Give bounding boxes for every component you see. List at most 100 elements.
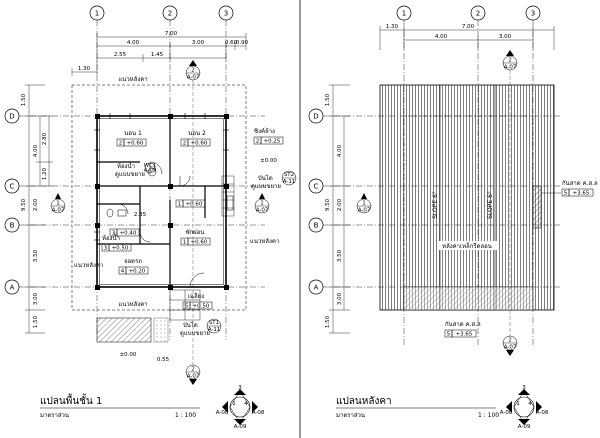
slope-label-left: SLOPE 6° (432, 191, 439, 219)
svg-text:+0.40: +0.40 (120, 231, 137, 237)
room-name: ห้องน้ำ (117, 160, 135, 170)
section-marker: 1 A-07 (254, 193, 270, 214)
stair-bottom-note: ดูแบบขยาย (180, 330, 210, 337)
roof-sheet-hatch (379, 84, 555, 311)
grid-label: 1 (95, 10, 99, 18)
grid-label: 2 (168, 10, 172, 18)
svg-text:+3.65: +3.65 (573, 191, 590, 197)
parking-hatch (96, 317, 152, 343)
dim-200: 2.00 (337, 198, 343, 211)
sink-ref-level: ±0.00 (260, 158, 277, 164)
roof-material-label: หลังคาเหล็กรีดลอน (442, 241, 492, 250)
section-marker: 2 A-07 (185, 364, 201, 385)
dim-3m: 3.00 (499, 34, 512, 40)
elevation-key: 3 A-09 A-08 A-08 1 4 (500, 385, 549, 430)
svg-text:3: 3 (104, 246, 108, 252)
grid-bubble-col-1: 1 (396, 5, 412, 21)
room-name: นอน 1 (124, 130, 142, 137)
dim-150-top: 1.50 (325, 93, 331, 106)
exterior-walls (96, 115, 227, 288)
svg-text:A-11: A-11 (283, 179, 296, 185)
dim-350: 3.50 (337, 249, 343, 262)
svg-text:A-07: A-07 (52, 208, 65, 214)
structural-columns (95, 114, 229, 290)
dim-3m: 3.00 (192, 40, 205, 46)
room-name: เฉลียง (188, 292, 204, 300)
svg-text:5: 5 (564, 191, 568, 197)
grid-label: D (313, 113, 318, 121)
top-dimensions (379, 26, 555, 50)
svg-text:4: 4 (528, 401, 532, 407)
dim-300: 3.00 (337, 292, 343, 305)
svg-text:5: 5 (447, 332, 451, 338)
svg-text:A-09: A-09 (234, 424, 247, 430)
ramp-hatch (153, 317, 169, 343)
stair-bottom-label: บันได (183, 321, 198, 329)
svg-text:+3.65: +3.65 (456, 332, 473, 338)
svg-text:2: 2 (119, 141, 123, 147)
svg-text:+0.60: +0.60 (186, 202, 203, 208)
room-tag: 1 +0.60 (180, 237, 211, 246)
grid-bubble-row-d: D (308, 108, 324, 124)
dim-120: 1.20 (42, 167, 48, 180)
gutter-tag-top: 5 +3.65 (561, 188, 594, 197)
scale-label: มาตราส่วน (336, 412, 365, 419)
svg-text:1: 1 (56, 201, 60, 207)
svg-text:ST1: ST1 (209, 320, 219, 326)
grid-label: 3 (531, 10, 535, 18)
svg-text:1: 1 (183, 240, 187, 246)
room-tag: 1 +0.60 (175, 199, 206, 208)
roof-line-label-top: แนวหลังคา (118, 76, 147, 83)
svg-text:1: 1 (260, 201, 264, 207)
doors (117, 161, 205, 288)
grid-bubble-row-b: B (4, 217, 20, 233)
grid-label: A (10, 284, 15, 292)
grid-bubble-col-2: 2 (162, 5, 178, 21)
svg-text:5: 5 (185, 304, 189, 310)
dim-950: 9.50 (325, 198, 331, 211)
stair-top (221, 175, 235, 217)
sink-label: ซิงค์ล้าง (254, 127, 275, 135)
floor-plan-title: แปลนพื้นชั้น 1 (40, 393, 102, 407)
dim-4m: 4.00 (435, 34, 448, 40)
grid-label: B (10, 222, 15, 230)
windows (94, 113, 229, 241)
dim-060: 0.60 (225, 40, 238, 46)
dim-200: 2.00 (33, 198, 39, 211)
top-dimensions (71, 33, 247, 76)
sink-tag: 2 +0.25 (253, 136, 284, 145)
svg-text:A-07: A-07 (187, 75, 200, 81)
svg-text:1: 1 (516, 401, 520, 407)
floor-plan: 1 2 3 D C B A (4, 5, 297, 430)
roof-line-label-right: แนวหลังคา (250, 238, 279, 245)
grid-label: 1 (402, 10, 406, 18)
grid-bubble-row-c: C (308, 178, 324, 194)
svg-text:2: 2 (256, 139, 260, 145)
slope-label-right: SLOPE 6° (487, 191, 494, 219)
room-name: จอดรถ (124, 258, 142, 265)
grid-label: 2 (476, 10, 480, 18)
dim-150-bottom: 1.50 (325, 315, 331, 328)
svg-text:+0.60: +0.60 (191, 141, 208, 147)
svg-text:A-07: A-07 (358, 208, 371, 214)
wc-note: ดูแบบขยาย (115, 171, 145, 178)
svg-text:A-08: A-08 (252, 410, 265, 416)
dim-150-top: 1.50 (21, 93, 27, 106)
dim-350: 3.50 (33, 249, 39, 262)
grid-bubble-row-a: A (308, 279, 324, 295)
section-marker: 2 A-07 (502, 335, 518, 356)
svg-text:4: 4 (244, 401, 248, 407)
grid-bubble-row-c: C (4, 178, 20, 194)
stair-top-label: บันได (258, 174, 273, 182)
dim-4m: 4.00 (127, 40, 140, 46)
room-name: ห้องน้ำ (102, 232, 120, 242)
left-dimensions (329, 84, 350, 334)
dim-280: 2.80 (42, 132, 48, 145)
grid-label: C (314, 183, 319, 191)
svg-text:A-07: A-07 (256, 208, 269, 214)
section-marker: 1 A-07 (356, 193, 372, 214)
svg-text:2: 2 (191, 367, 195, 373)
stair-bottom (169, 289, 201, 321)
grid-bubble-col-3: 3 (218, 5, 234, 21)
